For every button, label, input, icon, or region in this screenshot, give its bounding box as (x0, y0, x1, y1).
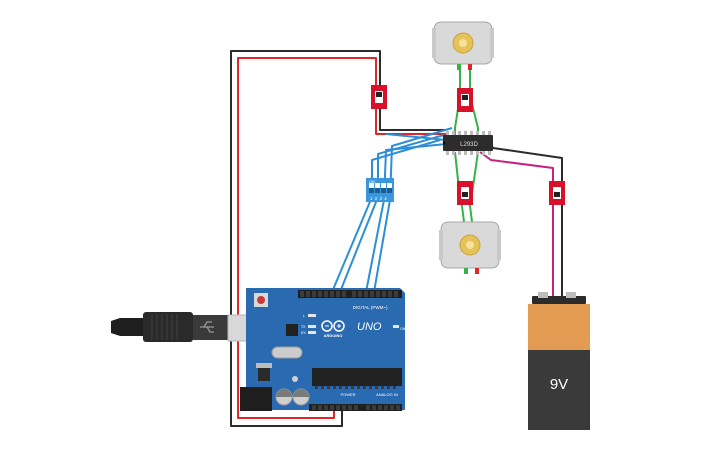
slide-switch-top[interactable] (457, 88, 473, 112)
dip-numbers: 1 2 3 4 (370, 196, 387, 201)
usb-icon (200, 321, 214, 333)
led-rx-label: RX (301, 331, 307, 335)
wire-blue-2[interactable] (339, 134, 445, 293)
led-l (308, 314, 316, 317)
usb-controller-chip (286, 324, 298, 336)
wire-blue-5[interactable] (385, 133, 447, 141)
wire-black-loop[interactable] (230, 50, 446, 427)
driver-chip-label: L293D (460, 142, 478, 148)
usb-cable[interactable] (111, 312, 269, 342)
power-header-label: POWER (340, 392, 355, 397)
led-on-label: ON (400, 327, 406, 331)
led-tx-label: TX (301, 325, 306, 329)
dc-motor-bottom[interactable] (439, 221, 501, 274)
arduino-uno-board[interactable]: DIGITAL (PWM~) L TX RX ARDUINO UNO ON (240, 288, 406, 411)
dc-motor-top[interactable] (432, 21, 494, 70)
arduino-model-label: UNO (357, 321, 382, 333)
battery-9v[interactable]: 9V (528, 292, 590, 430)
l293d-driver-chip[interactable]: L293D (442, 131, 493, 155)
arduino-brand-label: ARDUINO (324, 333, 343, 338)
dip-on-label: ON (369, 179, 375, 184)
voltage-regulator (258, 367, 270, 381)
atmega-chip (312, 368, 402, 386)
slide-switch-left[interactable] (371, 85, 387, 109)
led-rx (308, 331, 316, 334)
reset-button[interactable] (257, 296, 265, 304)
led-tx (308, 325, 316, 328)
analog-header-label: ANALOG IN (376, 392, 398, 397)
battery-label: 9V (550, 376, 568, 393)
wire-red-loop[interactable] (237, 57, 446, 419)
led-l-label: L (303, 314, 305, 318)
arduino-logo-icon (321, 320, 345, 332)
power-jack[interactable] (240, 387, 272, 411)
slide-switch-bottom[interactable] (457, 181, 473, 205)
wire-magenta-battery[interactable] (479, 151, 554, 300)
led-on (393, 325, 399, 328)
slide-switch-right[interactable] (549, 181, 565, 205)
crystal (271, 346, 303, 359)
dip-switch[interactable]: ON 1 2 3 4 (366, 178, 394, 202)
wire-blue-3[interactable] (365, 143, 447, 293)
digital-header-label: DIGITAL (PWM~) (353, 305, 388, 310)
